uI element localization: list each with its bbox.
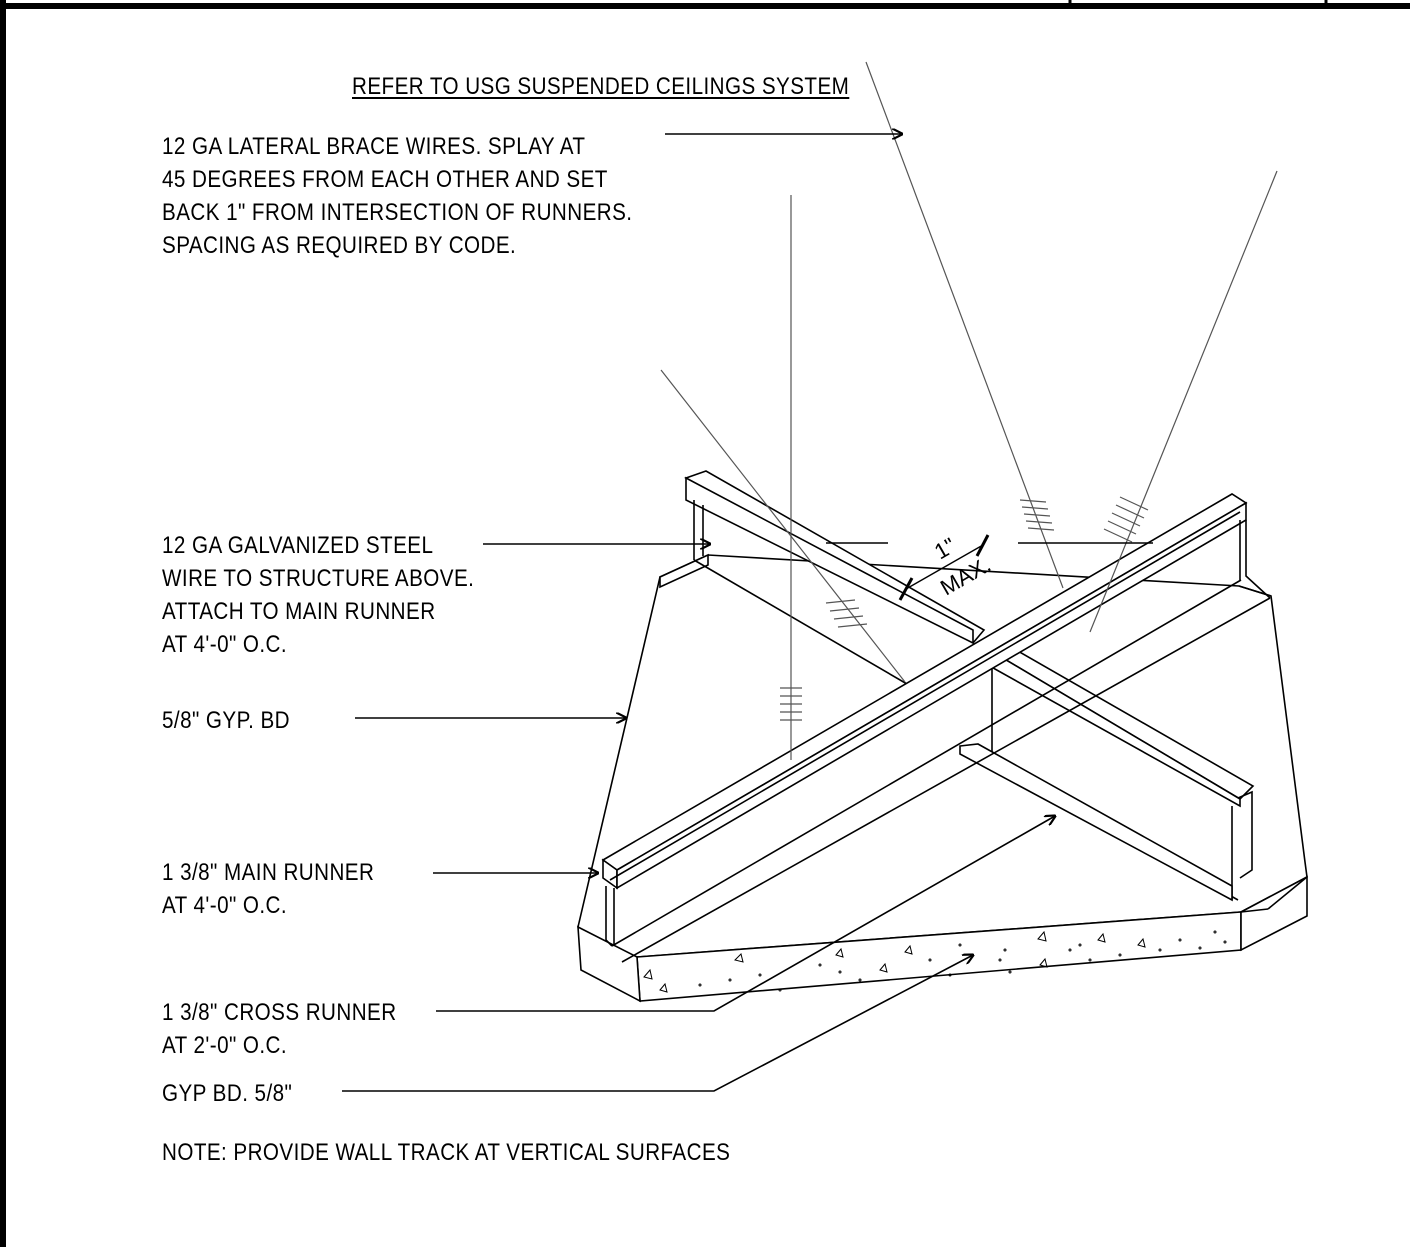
dimension-value: 1" xyxy=(930,533,960,565)
gypsum-board xyxy=(577,553,1308,1003)
callout-lateral-brace: 12 GA LATERAL BRACE WIRES. SPLAY AT 45 D… xyxy=(162,130,632,262)
callout-gyp-board-bottom: GYP BD. 5/8" xyxy=(162,1077,292,1110)
callout-hanger-wire: 12 GA GALVANIZED STEEL WIRE TO STRUCTURE… xyxy=(162,529,474,661)
callout-line: AT 4'-0" O.C. xyxy=(162,631,288,658)
callout-line: 5/8" GYP. BD xyxy=(162,707,290,734)
reference-note: REFER TO USG SUSPENDED CEILINGS SYSTEM xyxy=(352,73,850,100)
callout-cross-runner: 1 3/8" CROSS RUNNER AT 2'-0" O.C. xyxy=(162,996,397,1062)
lateral-brace-wires xyxy=(660,61,1278,760)
wire-twist-marks xyxy=(780,496,1149,721)
callout-main-runner: 1 3/8" MAIN RUNNER AT 4'-0" O.C. xyxy=(162,856,374,922)
callout-line: SPACING AS REQUIRED BY CODE. xyxy=(162,232,517,259)
callout-line: 12 GA LATERAL BRACE WIRES. SPLAY AT xyxy=(162,133,586,160)
callout-line: AT 4'-0" O.C. xyxy=(162,892,288,919)
callout-line: 1 3/8" CROSS RUNNER xyxy=(162,999,397,1026)
leader-cross-runner xyxy=(436,816,1055,1012)
callout-line: 45 DEGREES FROM EACH OTHER AND SET xyxy=(162,166,608,193)
callout-line: ATTACH TO MAIN RUNNER xyxy=(162,598,436,625)
cross-runner xyxy=(684,470,1255,902)
leader-gyp-board-bottom xyxy=(342,955,973,1092)
leader-lines xyxy=(342,134,1055,1092)
main-runner xyxy=(601,493,1271,963)
callout-line: 1 3/8" MAIN RUNNER xyxy=(162,859,375,886)
callout-gyp-board-top: 5/8" GYP. BD xyxy=(162,704,290,737)
setback-dimension xyxy=(826,534,1153,601)
callout-line: 12 GA GALVANIZED STEEL xyxy=(162,532,434,559)
callout-line: WIRE TO STRUCTURE ABOVE. xyxy=(162,565,475,592)
callout-line: BACK 1" FROM INTERSECTION OF RUNNERS. xyxy=(162,199,633,226)
general-note: NOTE: PROVIDE WALL TRACK AT VERTICAL SUR… xyxy=(162,1139,731,1166)
callout-line: GYP BD. 5/8" xyxy=(162,1080,293,1107)
callout-line: AT 2'-0" O.C. xyxy=(162,1032,288,1059)
gypsum-board-stipple xyxy=(643,930,1227,993)
